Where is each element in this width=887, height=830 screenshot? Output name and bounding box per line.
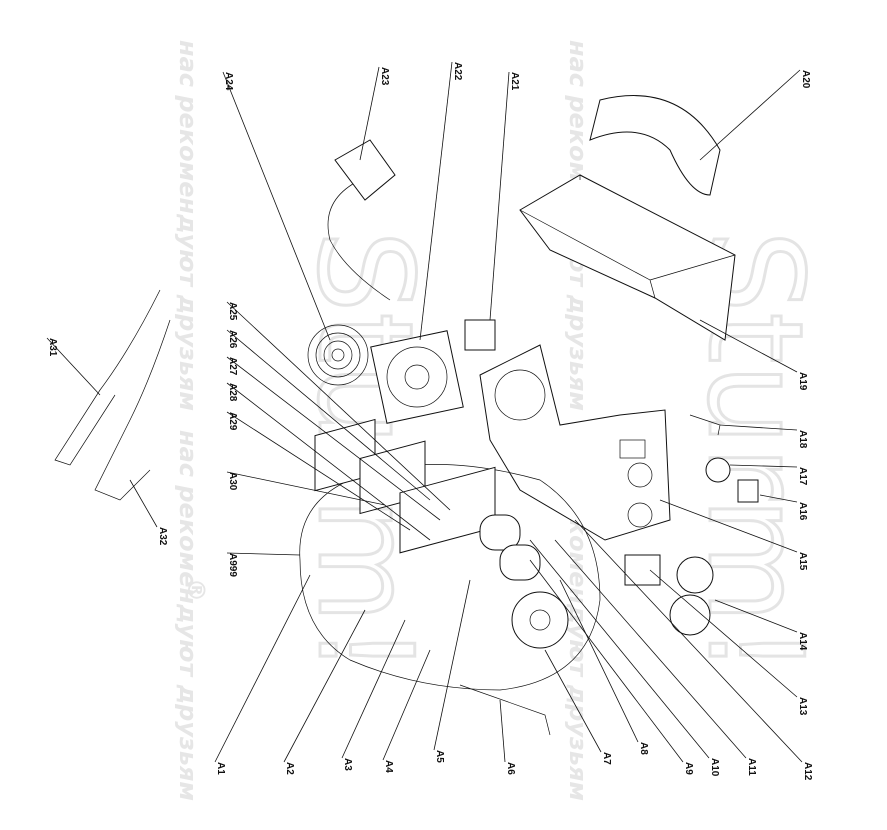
leader-line-a10 <box>529 539 710 759</box>
callout-a15: A15 <box>797 552 808 571</box>
top-cover <box>519 174 736 341</box>
callout-a7: A7 <box>601 752 612 765</box>
leader-line-a26 <box>226 329 431 501</box>
leader-line-a18 <box>719 424 798 431</box>
leader-line-a21 <box>489 71 510 321</box>
leader-line-a8 <box>559 579 639 743</box>
callout-a3: A3 <box>342 758 353 771</box>
leader-line-a11 <box>554 539 747 759</box>
plug <box>334 139 396 201</box>
callout-a999: A999 <box>227 553 238 577</box>
callout-a31: A31 <box>47 338 58 357</box>
wire-a6 <box>459 684 551 736</box>
leader-line-a15 <box>659 499 798 553</box>
callout-a18: A18 <box>797 430 808 449</box>
callout-a25: A25 <box>227 302 238 321</box>
leader-line-a3 <box>341 619 406 759</box>
leader-line-a13 <box>649 569 798 698</box>
callout-a19: A19 <box>797 372 808 391</box>
leader-line-a9 <box>529 559 684 763</box>
display <box>624 554 661 586</box>
electrode-holder <box>54 289 161 466</box>
earth-clamp <box>94 319 171 501</box>
leader-line-a30 <box>226 471 386 506</box>
callout-a1: A1 <box>215 762 226 775</box>
leader-line-a2 <box>283 609 366 763</box>
callout-a11: A11 <box>746 758 757 776</box>
callout-a12: A12 <box>802 762 813 781</box>
callout-a29: A29 <box>227 412 238 431</box>
socket <box>676 556 714 594</box>
callout-a20: A20 <box>800 70 811 89</box>
knob <box>737 479 759 503</box>
callout-a5: A5 <box>434 750 445 763</box>
callout-a4: A4 <box>383 760 394 773</box>
leader-line-a4 <box>382 649 431 761</box>
leader-line-a20 <box>699 69 801 161</box>
fan-guard <box>307 324 369 386</box>
callout-a8: A8 <box>638 742 649 755</box>
callout-a10: A10 <box>709 758 720 777</box>
socket <box>669 594 711 636</box>
leader-line-a16 <box>759 494 798 503</box>
callout-a6: A6 <box>505 762 516 775</box>
fan <box>370 330 464 424</box>
callout-a22: A22 <box>452 62 463 81</box>
heatsinks <box>314 418 496 554</box>
leader-lines <box>46 61 803 763</box>
callout-a27: A27 <box>227 357 238 376</box>
power-cable <box>327 179 391 301</box>
leader-line-a12 <box>574 519 803 763</box>
callout-a21: A21 <box>509 72 520 91</box>
callout-a30: A30 <box>227 472 238 491</box>
watermark-slogan: нас рекомендуют друзьям <box>174 40 202 411</box>
leader-line-a19 <box>699 319 798 373</box>
callout-a17: A17 <box>797 467 808 486</box>
registered-mark: ® <box>182 578 210 602</box>
handle <box>589 95 721 196</box>
leader-line-a5 <box>433 579 471 751</box>
leader-line-a14 <box>714 599 798 633</box>
leader-line-a31 <box>46 337 101 396</box>
callout-a28: A28 <box>227 383 238 402</box>
callout-a14: A14 <box>797 632 808 651</box>
leader-line-a22 <box>419 61 453 341</box>
leader-line-a6 <box>499 699 506 763</box>
leader-line-a24 <box>222 71 331 341</box>
leader-line-a17 <box>729 464 798 468</box>
leader-line-a32 <box>129 479 158 528</box>
callout-a24: A24 <box>223 72 234 91</box>
leader-line-a23 <box>359 66 380 161</box>
leader-line-a25 <box>226 301 451 511</box>
callout-a13: A13 <box>797 697 808 716</box>
callout-a16: A16 <box>797 502 808 521</box>
watermark-slogan: нас рекомендуют друзьям <box>174 430 202 801</box>
leader-line-a7 <box>544 649 602 753</box>
callout-a26: A26 <box>227 330 238 349</box>
power-switch <box>464 319 496 351</box>
chassis-frame <box>479 344 671 541</box>
leader-line-a999 <box>226 552 301 556</box>
leader-line-a29 <box>226 411 411 531</box>
callout-a2: A2 <box>284 762 295 775</box>
toroid-core <box>511 591 569 649</box>
potentiometer <box>705 457 731 483</box>
callout-a9: A9 <box>683 762 694 775</box>
leader-line-a27 <box>226 356 441 521</box>
leader-line-a1 <box>214 574 311 763</box>
components <box>54 95 759 736</box>
callout-a23: A23 <box>379 67 390 86</box>
callout-a32: A32 <box>157 527 168 546</box>
capacitor <box>499 544 541 581</box>
capacitor <box>479 514 521 551</box>
leader-line-a28 <box>226 382 431 541</box>
